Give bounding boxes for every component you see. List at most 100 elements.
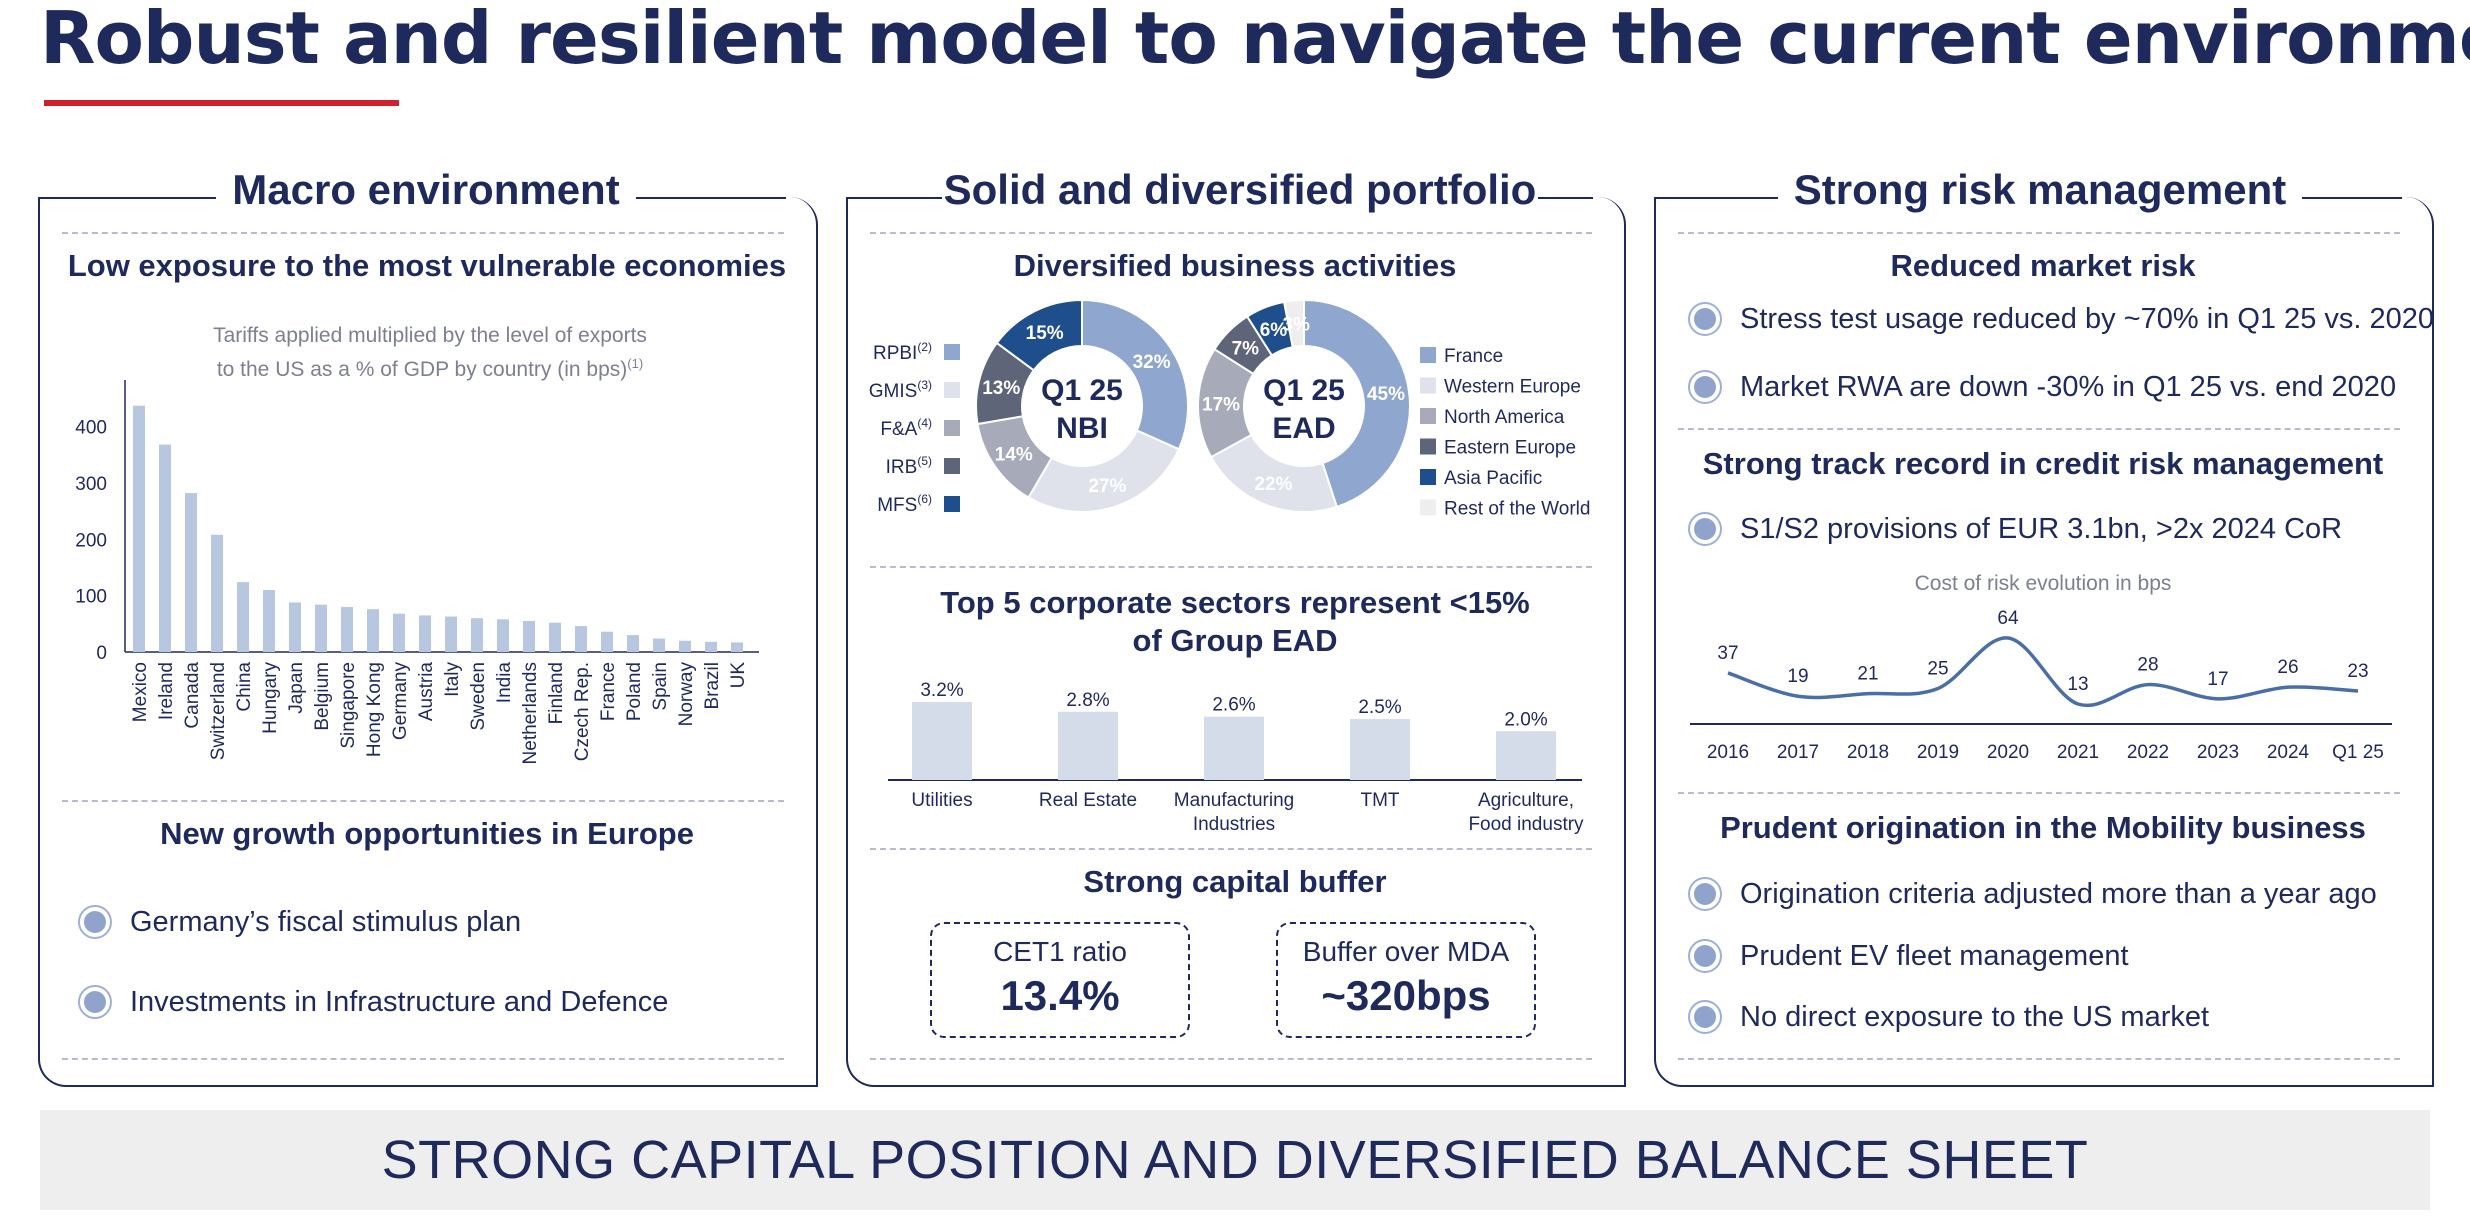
cor-year-label: 2018 bbox=[1847, 742, 1889, 763]
slice-label: 7% bbox=[1232, 338, 1260, 359]
country-label: Japan bbox=[286, 662, 307, 714]
legend-label: Western Europe bbox=[1444, 377, 1581, 398]
legend-label: North America bbox=[1444, 407, 1565, 428]
legend-label: IRB(5) bbox=[886, 454, 932, 478]
cor-value-label: 37 bbox=[1717, 643, 1738, 664]
slice-label: 6% bbox=[1260, 320, 1288, 341]
sector-category-label: Food industry bbox=[1468, 814, 1584, 835]
cor-line bbox=[1727, 636, 2359, 708]
legend-swatch bbox=[944, 496, 960, 512]
y-tick-label: 100 bbox=[75, 587, 107, 608]
page-title: Robust and resilient model to navigate t… bbox=[40, 0, 2470, 80]
tariff-bar bbox=[367, 609, 379, 652]
legend-label: Eastern Europe bbox=[1444, 438, 1576, 459]
slice-label: 22% bbox=[1254, 474, 1292, 495]
y-tick-label: 0 bbox=[96, 643, 107, 664]
sector-category-label: Manufacturing bbox=[1174, 790, 1294, 811]
sector-value-label: 2.5% bbox=[1358, 697, 1401, 718]
cor-year-label: 2017 bbox=[1777, 742, 1819, 763]
risk-sub-mobility: Prudent origination in the Mobility busi… bbox=[1720, 810, 2366, 845]
country-label: Hungary bbox=[260, 662, 281, 734]
donut-slice bbox=[1209, 433, 1339, 513]
tariff-bar bbox=[627, 635, 639, 652]
tariff-bar bbox=[497, 619, 509, 652]
tariff-bar bbox=[263, 590, 275, 652]
divider bbox=[62, 232, 784, 234]
cet1-box: CET1 ratio 13.4% bbox=[930, 922, 1190, 1038]
cor-year-label: Q1 25 bbox=[2332, 742, 2384, 763]
bullet-dot-icon bbox=[1688, 939, 1722, 973]
tariff-bar bbox=[315, 604, 327, 652]
cor-value-label: 21 bbox=[1857, 664, 1878, 685]
legend-label: F&A(4) bbox=[880, 416, 932, 440]
divider bbox=[1678, 1058, 2400, 1060]
donut-slice bbox=[1081, 300, 1189, 451]
legend-swatch bbox=[1420, 347, 1436, 363]
legend-swatch bbox=[1420, 408, 1436, 424]
bullet-dot-icon bbox=[1688, 1000, 1722, 1034]
cor-year-label: 2021 bbox=[2057, 742, 2099, 763]
slice-label: 3% bbox=[1282, 314, 1310, 335]
slice-label: 32% bbox=[1133, 352, 1171, 373]
bullet-germany: Germany’s fiscal stimulus plan bbox=[78, 905, 521, 939]
sector-bar bbox=[1204, 716, 1264, 780]
legend-swatch bbox=[944, 420, 960, 436]
cor-value-label: 19 bbox=[1787, 666, 1808, 687]
sector-category-label: Real Estate bbox=[1039, 790, 1137, 811]
divider bbox=[870, 1058, 1592, 1060]
tariff-bar bbox=[549, 622, 561, 652]
slice-label: 14% bbox=[995, 444, 1033, 465]
mda-label: Buffer over MDA bbox=[1302, 936, 1510, 967]
tariff-bar bbox=[601, 631, 613, 652]
cor-year-label: 2020 bbox=[1987, 742, 2029, 763]
cor-year-label: 2024 bbox=[2267, 742, 2310, 763]
donut-center-label: Q1 25 bbox=[1041, 374, 1123, 407]
sector-bar bbox=[1350, 719, 1410, 780]
country-label: Spain bbox=[650, 662, 671, 711]
legend-label: France bbox=[1444, 346, 1503, 367]
donut-center-label: EAD bbox=[1272, 412, 1335, 445]
portfolio-panel bbox=[846, 197, 1626, 1087]
bullet-origination: Origination criteria adjusted more than … bbox=[1688, 877, 2377, 911]
slice-label: 15% bbox=[1026, 323, 1064, 344]
cor-value-label: 25 bbox=[1927, 658, 1948, 679]
tariff-bar bbox=[731, 642, 743, 652]
tariff-bar bbox=[341, 606, 353, 652]
sector-value-label: 2.0% bbox=[1504, 709, 1547, 730]
portfolio-title: Solid and diversified portfolio bbox=[943, 166, 1537, 213]
panel-frame-line bbox=[2302, 197, 2402, 199]
panel-frame-line bbox=[636, 197, 786, 199]
country-label: Germany bbox=[390, 662, 411, 741]
tariff-bar bbox=[289, 602, 301, 652]
bullet-provisions: S1/S2 provisions of EUR 3.1bn, >2x 2024 … bbox=[1688, 512, 2342, 546]
tariff-bar bbox=[653, 638, 665, 652]
bullet-dot-icon bbox=[78, 905, 112, 939]
legend-label: RPBI(2) bbox=[873, 340, 932, 364]
panel-frame-line bbox=[1654, 197, 1778, 199]
risk-sub-market: Reduced market risk bbox=[1890, 248, 2196, 283]
country-label: Singapore bbox=[338, 662, 359, 749]
donut-slice bbox=[1027, 429, 1181, 513]
tariff-bar bbox=[705, 641, 717, 652]
legend-label: Rest of the World bbox=[1444, 499, 1590, 520]
country-label: Canada bbox=[182, 662, 203, 729]
risk-sub-credit: Strong track record in credit risk manag… bbox=[1702, 446, 2384, 481]
macro-panel bbox=[38, 197, 818, 1087]
bullet-dot-icon bbox=[1688, 877, 1722, 911]
cor-value-label: 13 bbox=[2067, 674, 2088, 695]
country-label: Brazil bbox=[702, 662, 723, 710]
tariff-chart-note: Tariffs applied multiplied by the level … bbox=[213, 324, 647, 381]
cor-year-label: 2022 bbox=[2127, 742, 2169, 763]
cet1-value: 13.4% bbox=[1000, 972, 1120, 1019]
divider bbox=[870, 232, 1592, 234]
panel-frame-line bbox=[38, 197, 216, 199]
country-label: Mexico bbox=[130, 662, 151, 722]
cor-value-label: 23 bbox=[2347, 661, 2368, 682]
sector-value-label: 2.6% bbox=[1212, 695, 1255, 716]
tariff-bar bbox=[185, 493, 197, 652]
country-label: Norway bbox=[676, 662, 697, 727]
tariff-bar bbox=[419, 615, 431, 652]
legend-swatch bbox=[1420, 438, 1436, 455]
legend-label: GMIS(3) bbox=[869, 378, 932, 402]
bullet-dot-icon bbox=[1688, 302, 1722, 336]
